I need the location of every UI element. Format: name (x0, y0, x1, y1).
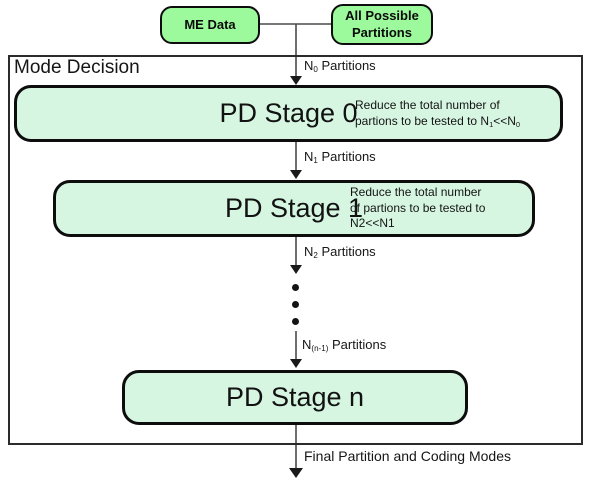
pd-stage-n-node: PD Stage n (122, 370, 468, 425)
final-output-label: Final Partition and Coding Modes (304, 448, 512, 464)
nn-1-partitions-label: N(n-1) Partitions (302, 337, 387, 353)
me-data-node: ME Data (160, 6, 260, 44)
n2-partitions-label: N2 Partitions (304, 244, 376, 260)
me-data-label: ME Data (184, 16, 236, 32)
pd-stage-0-title: PD Stage 0 (219, 98, 358, 128)
arrowhead-final (289, 468, 303, 478)
ellipsis-dot (292, 301, 299, 308)
pd-stage-1-title: PD Stage 1 (224, 193, 364, 223)
ellipsis-dot (292, 318, 299, 325)
mode-decision-title: Mode Decision (14, 57, 140, 78)
ellipsis-dots (292, 284, 299, 325)
ellipsis-dot (292, 284, 299, 291)
n0-partitions-label: N0 Partitions (304, 58, 376, 74)
n1-partitions-label: N1 Partitions (304, 149, 376, 165)
mode-decision-container (8, 55, 583, 445)
pd-stage-n-title: PD Stage n (225, 382, 365, 412)
